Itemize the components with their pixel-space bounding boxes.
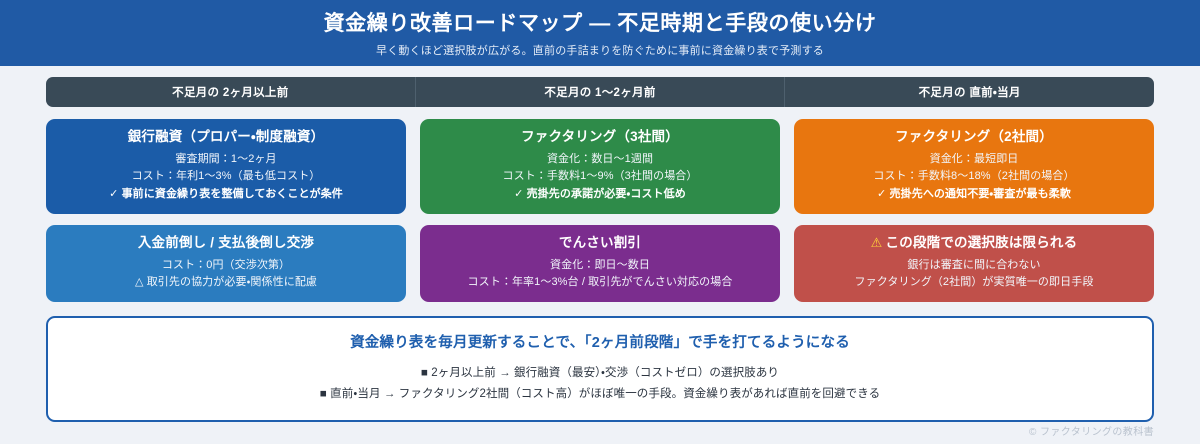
card-limited-options-warning: ⚠この段階での選択肢は限られる 銀行は審査に間に合わない ファクタリング（2社間… — [794, 225, 1154, 302]
summary-box: 資金繰り表を毎月更新することで、「2ヶ月前段階」で手を打てるようになる ■ 2ヶ… — [46, 315, 1154, 422]
card-column-0: 銀行融資（プロパー・制度融資） 審査期間：1〜2ヶ月 コスト：年利1〜3%（最も… — [46, 119, 406, 302]
card-line: 資金化：数日〜1週間 — [546, 152, 654, 165]
card-line: コスト：0円（交渉次第） — [161, 258, 291, 271]
check-icon: ✓ — [109, 187, 119, 200]
summary-line: ■ 直前・当月 → ファクタリング2社間（コスト高）がほぼ唯一の手段。資金繰り表… — [319, 388, 881, 401]
footer-credit: © ファクタリングの教科書 — [1029, 427, 1154, 438]
card-line: コスト：手数料1〜9%（3社間の場合） — [502, 169, 698, 182]
card-note-text: 事前に資金繰り表を整備しておくことが条件 — [121, 187, 343, 200]
stage-header-row: 不足月の 2ヶ月以上前 不足月の 1〜2ヶ月前 不足月の 直前・当月 — [46, 77, 1154, 107]
card-line: コスト：手数料8〜18%（2社間の場合） — [873, 169, 1075, 182]
summary-title: 資金繰り表を毎月更新することで、「2ヶ月前段階」で手を打てるようになる — [350, 334, 850, 351]
summary-line: ■ 2ヶ月以上前 → 銀行融資（最安）・交渉（コストゼロ）の選択肢あり — [420, 366, 780, 379]
card-title: ファクタリング（2社間） — [895, 129, 1053, 144]
card-densai-discount: でんさい割引 資金化：即日〜数日 コスト：年率1〜3%台 / 取引先がでんさい対… — [420, 225, 780, 302]
card-factoring-2party: ファクタリング（2社間） 資金化：最短即日 コスト：手数料8〜18%（2社間の場… — [794, 119, 1154, 215]
card-title-text: この段階での選択肢は限られる — [885, 235, 1078, 251]
card-line: ファクタリング（2社間）が実質唯一の即日手段 — [854, 275, 1094, 288]
card-payment-negotiation: 入金前倒し / 支払後倒し交渉 コスト：0円（交渉次第） △ 取引先の協力が必要… — [46, 225, 406, 302]
card-line: 審査期間：1〜2ヶ月 — [175, 152, 277, 165]
card-note-text: 売掛先への通知不要・審査が最も柔軟 — [889, 187, 1071, 200]
check-icon: ✓ — [514, 187, 524, 200]
cards-row: 銀行融資（プロパー・制度融資） 審査期間：1〜2ヶ月 コスト：年利1〜3%（最も… — [46, 119, 1154, 302]
card-note-text: 取引先の協力が必要・関係性に配慮 — [146, 275, 318, 288]
card-line: コスト：年率1〜3%台 / 取引先がでんさい対応の場合 — [467, 275, 733, 288]
warning-icon: ⚠ — [870, 235, 883, 251]
stage-header-1: 不足月の 1〜2ヶ月前 — [414, 77, 785, 107]
header-banner: 資金繰り改善ロードマップ — 不足時期と手段の使い分け 早く動くほど選択肢が広が… — [0, 0, 1200, 66]
card-note: ✓ 事前に資金繰り表を整備しておくことが条件 — [109, 186, 343, 203]
body-wrapper: 不足月の 2ヶ月以上前 不足月の 1〜2ヶ月前 不足月の 直前・当月 銀行融資（… — [0, 66, 1200, 422]
card-note: ✓ 売掛先への通知不要・審査が最も柔軟 — [877, 186, 1071, 203]
card-line: 銀行は審査に間に合わない — [907, 258, 1041, 271]
card-line: コスト：年利1〜3%（最も低コスト） — [131, 169, 321, 182]
card-title: ⚠この段階での選択肢は限られる — [871, 235, 1078, 252]
card-title: 入金前倒し / 支払後倒し交渉 — [137, 235, 315, 251]
card-factoring-3party: ファクタリング（3社間） 資金化：数日〜1週間 コスト：手数料1〜9%（3社間の… — [420, 119, 780, 215]
card-note: ✓ 売掛先の承諾が必要・コスト低め — [514, 186, 686, 203]
card-note-text: 売掛先の承諾が必要・コスト低め — [526, 187, 686, 200]
card-line: 資金化：即日〜数日 — [550, 258, 650, 271]
stage-header-0: 不足月の 2ヶ月以上前 — [172, 87, 289, 99]
stage-header-2: 不足月の 直前・当月 — [784, 77, 1154, 107]
card-title: ファクタリング（3社間） — [521, 129, 679, 144]
card-title: 銀行融資（プロパー・制度融資） — [127, 129, 325, 144]
card-column-2: ファクタリング（2社間） 資金化：最短即日 コスト：手数料8〜18%（2社間の場… — [794, 119, 1154, 302]
card-bank-loan: 銀行融資（プロパー・制度融資） 審査期間：1〜2ヶ月 コスト：年利1〜3%（最も… — [46, 119, 406, 215]
card-note: △ 取引先の協力が必要・関係性に配慮 — [135, 274, 317, 291]
card-column-1: ファクタリング（3社間） 資金化：数日〜1週間 コスト：手数料1〜9%（3社間の… — [420, 119, 780, 302]
caution-triangle-icon: △ — [134, 275, 144, 288]
page-subtitle: 早く動くほど選択肢が広がる。直前の手詰まりを防ぐために事前に資金繰り表で予測する — [376, 45, 824, 58]
page-title: 資金繰り改善ロードマップ — 不足時期と手段の使い分け — [323, 11, 877, 35]
card-line: 資金化：最短即日 — [929, 152, 1019, 165]
card-title: でんさい割引 — [558, 235, 642, 251]
check-icon: ✓ — [877, 187, 887, 200]
